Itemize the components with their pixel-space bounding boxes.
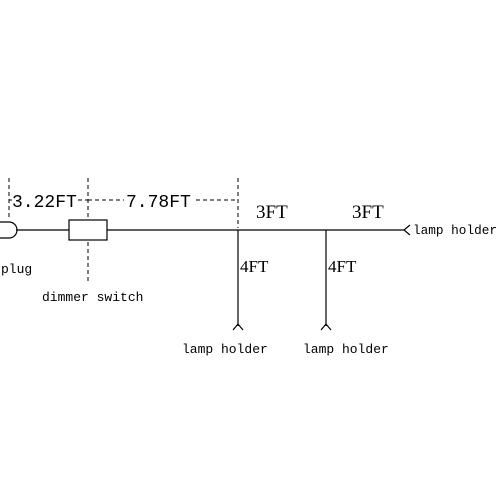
lamp-holder-icon [403,224,411,236]
lamp-holder-label-3: lamp holder [413,223,497,238]
lamp-holder-label-2: lamp holder [303,342,389,357]
dim-segment-1: 3FT [256,202,288,223]
dim-drop-2: 4FT [328,257,357,276]
lamp-holder-icon [320,323,332,331]
dim-segment-2: 3FT [352,202,384,223]
dimmer-switch-icon [68,219,108,241]
lamp-holder-icon [232,323,244,331]
plug-icon [0,221,18,239]
lamp-holder-label-1: lamp holder [182,342,268,357]
dimmer-switch-label: dimmer switch [42,290,143,305]
plug-label: plug [1,262,32,277]
dim-dimmer-to-branch: 7.78FT [126,193,191,213]
dim-plug-to-dimmer: 3.22FT [12,193,77,213]
dim-drop-1: 4FT [240,257,269,276]
